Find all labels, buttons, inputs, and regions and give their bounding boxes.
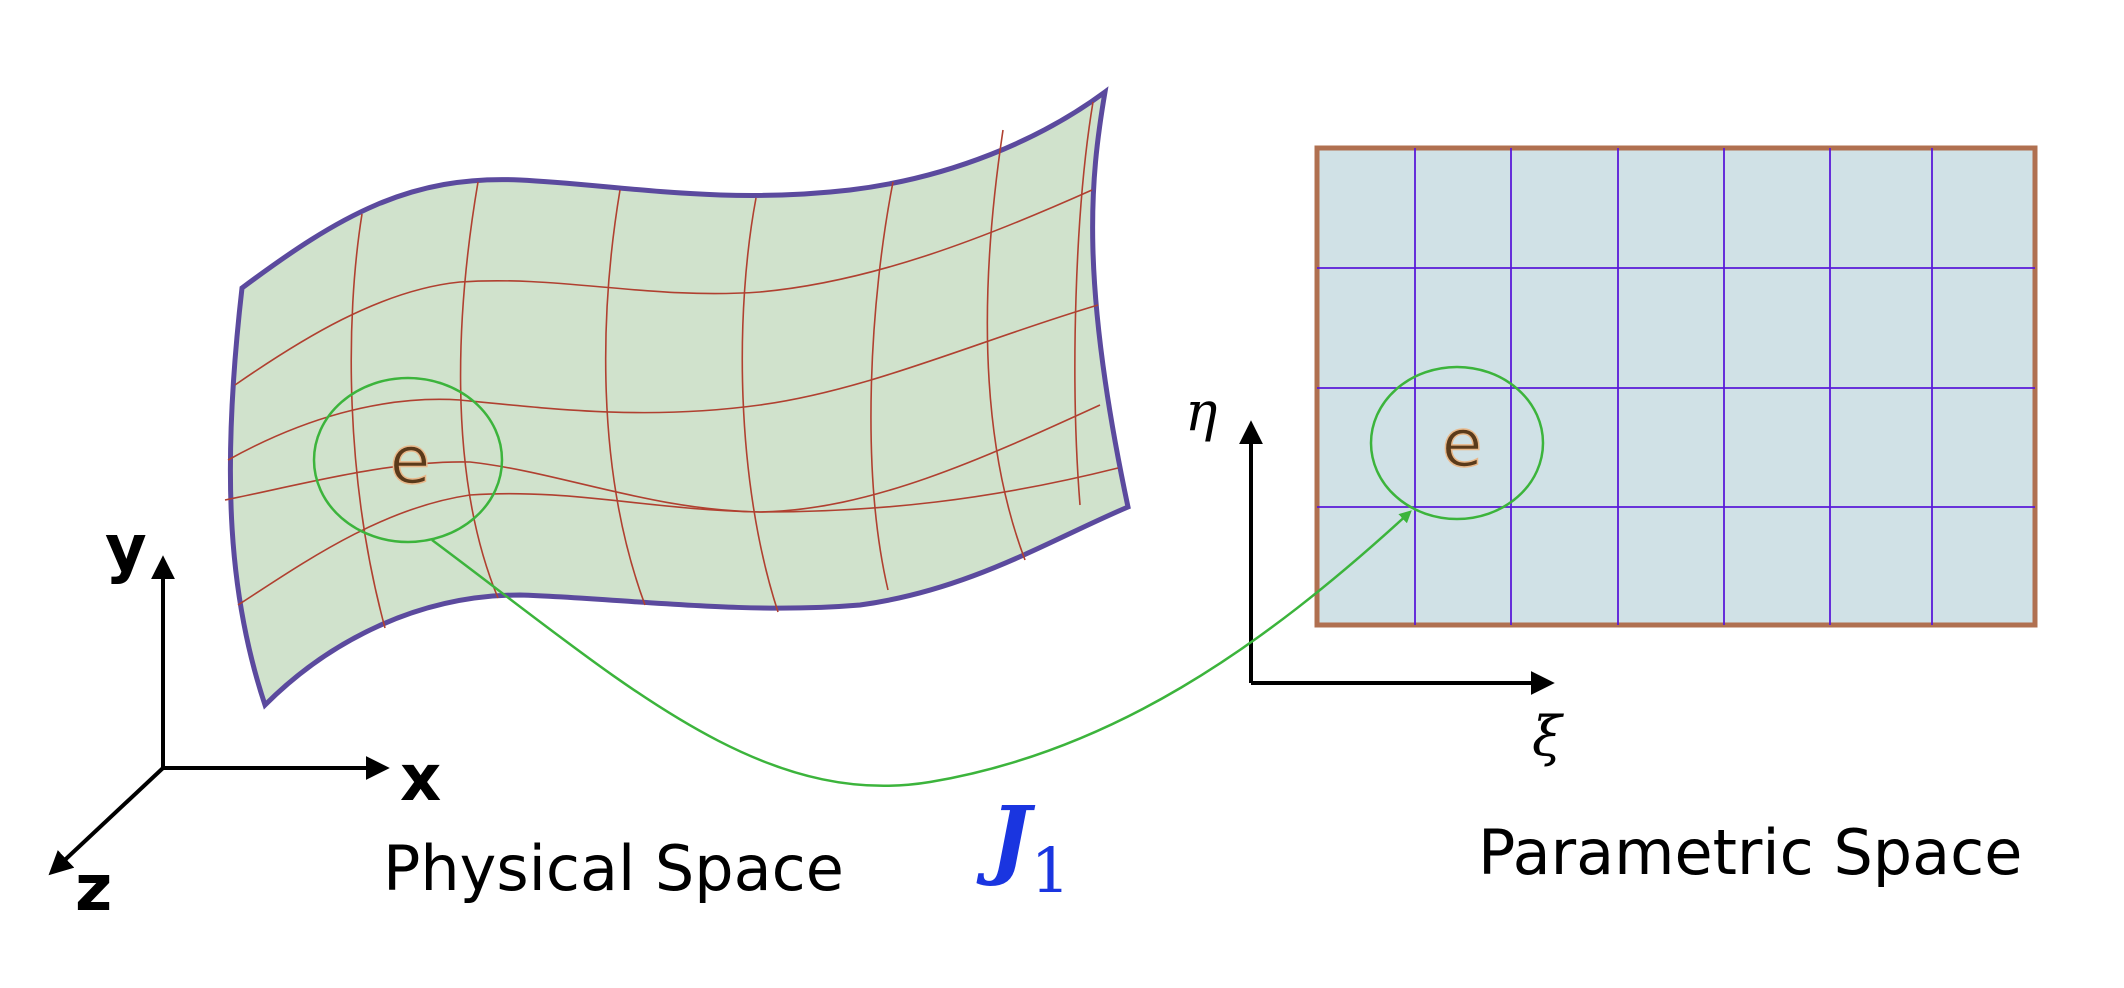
surface-patch <box>227 86 1131 710</box>
z-axis-label: z <box>75 852 112 926</box>
parametric-grid-lines <box>1317 148 2035 625</box>
parametric-grid: e <box>1314 145 2038 628</box>
physical-space-caption: Physical Space <box>383 832 844 905</box>
physical-axes: y x z <box>48 512 441 926</box>
parametric-space-caption: Parametric Space <box>1478 816 2022 889</box>
parametric-element-highlight <box>1369 365 1545 521</box>
jacobian-label: J1 <box>976 788 1070 907</box>
y-axis-label: y <box>105 512 147 586</box>
surface-grid-columns <box>350 101 1094 629</box>
parametric-element-label: e <box>1442 405 1483 482</box>
parametric-axes: η ξ <box>1185 380 1564 768</box>
xi-axis-label: ξ <box>1532 705 1564 768</box>
jacobian-subscript: 1 <box>1031 834 1070 907</box>
surface-grid-rows <box>224 189 1119 606</box>
parametric-rectangle <box>1314 145 2038 628</box>
mapping-curve <box>431 510 1412 788</box>
physical-element-highlight <box>312 376 504 544</box>
physical-surface: e <box>224 86 1131 710</box>
x-axis-label: x <box>400 742 441 816</box>
jacobian-symbol: J <box>976 788 1036 889</box>
eta-axis-label: η <box>1185 380 1217 443</box>
physical-element-label: e <box>390 422 431 499</box>
z-axis-line <box>48 766 165 876</box>
